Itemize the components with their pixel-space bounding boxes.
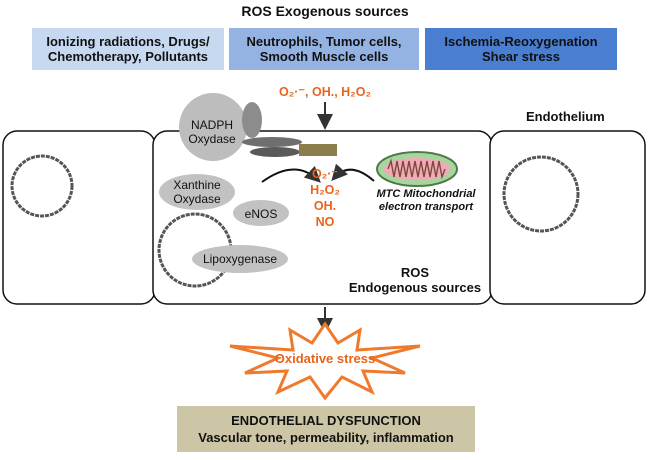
nadph-to-ros-arrow [261,165,321,183]
ros-nitric-oxide: NO [315,215,335,229]
nadph-subunit-shape [242,102,262,138]
endogenous-ros-list: O₂·⁻ H₂O₂ OH. NO [300,166,350,230]
xanthine-oxidase-label: Xanthine Oxydase [162,178,232,206]
xanthine-line1: Xanthine [173,178,221,192]
nadph-oxidase-shape [179,93,247,161]
right-nucleus [502,155,580,233]
endothelium-label: Endothelium [526,109,605,124]
membrane-subunit-3 [299,144,337,156]
nadph-line1: NADPH [190,118,233,132]
exo-source-line2: Shear stress [481,49,561,64]
left-nucleus [10,154,74,218]
oxidative-stress-starburst [229,321,421,401]
membrane-subunit-1 [242,137,302,147]
mtc-line2: electron transport [378,201,474,213]
dysfunction-title: ENDOTHELIAL DYSFUNCTION [231,413,421,428]
mito-to-ros-arrow [331,163,375,182]
exo-source-line1: Ionizing radiations, Drugs/ [46,34,210,49]
diagram-title: ROS Exogenous sources [241,3,409,19]
ros-hydroxyl: OH. [313,199,337,213]
ros-endo-line2: Endogenous sources [348,280,482,295]
mitochondria-label: MTC Mitochondrial electron transport [372,188,480,214]
enos-label: eNOS [244,207,278,221]
exo-source-line1: Ischemia-Reoxygenation [444,34,598,49]
exo-source-line2: Chemotherapy, Pollutants [47,49,209,64]
exo-source-radiation: Ionizing radiations, Drugs/Chemotherapy,… [32,28,224,70]
ros-endo-line1: ROS [400,265,430,280]
mitochondrion-icon [376,151,458,187]
oxidative-stress-label: Oxidative stress [274,351,376,366]
ros-hydrogen-peroxide: H₂O₂ [310,183,340,197]
nadph-oxidase-label: NADPH Oxydase [178,118,246,146]
nadph-line2: Oxydase [188,132,236,146]
ros-superoxide: O₂·⁻ [311,167,339,181]
enos-shape [233,200,289,226]
mtc-line1: MTC Mitochondrial [376,188,476,200]
lipoxygenase-shape [192,245,288,273]
xanthine-line2: Oxydase [173,192,221,206]
endothelial-dysfunction-box: ENDOTHELIAL DYSFUNCTION Vascular tone, p… [177,406,475,452]
exo-source-line2: Smooth Muscle cells [259,49,389,64]
exo-source-line1: Neutrophils, Tumor cells, [246,34,402,49]
xanthine-oxidase-shape [159,174,235,210]
lipoxygenase-label: Lipoxygenase [202,252,278,266]
dysfunction-subtitle: Vascular tone, permeability, inflammatio… [198,430,454,445]
left-cell [2,130,156,305]
membrane-subunit-2 [250,147,300,157]
exo-source-cells: Neutrophils, Tumor cells,Smooth Muscle c… [229,28,419,70]
ros-endogenous-sources-label: ROS Endogenous sources [330,265,500,295]
right-cell [489,130,646,305]
exogenous-ros-label: O₂·⁻, OH., H₂O₂ [278,85,371,99]
